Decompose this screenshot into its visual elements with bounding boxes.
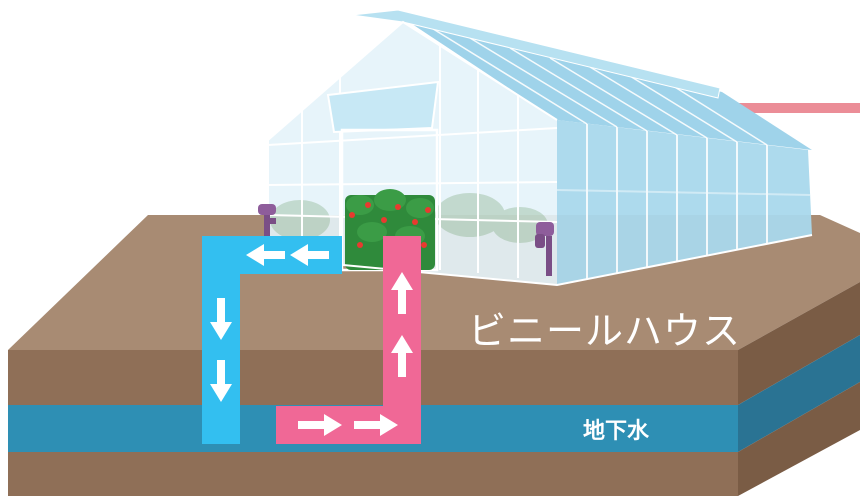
soil-layer-upper [8, 350, 738, 405]
greenhouse-roof [403, 18, 812, 150]
roof-vent [351, 9, 721, 99]
side-wall-ribs [556, 124, 811, 279]
greenhouse-base [267, 234, 813, 287]
groundwater-label: 地下水 [583, 419, 650, 444]
ground-side-upper [738, 282, 860, 405]
arrow-left-1 [246, 244, 285, 266]
front-frame [267, 20, 558, 278]
pump-right [535, 222, 554, 276]
roof-ribs [429, 26, 768, 146]
arrow-down-2 [210, 360, 232, 402]
arrow-left-2 [290, 244, 329, 266]
arrow-right-2 [354, 414, 398, 436]
arrow-up-2 [391, 272, 413, 314]
arrow-up-1 [391, 335, 413, 377]
tomato-plants [345, 189, 435, 270]
greenhouse-side-wall [557, 120, 812, 285]
groundwater-side [738, 335, 860, 452]
warm-water-pipe [276, 236, 421, 444]
greenhouse-label: ビニールハウス [468, 309, 742, 353]
soil-layer-lower [8, 452, 738, 496]
arrow-right-1 [298, 414, 342, 436]
arrow-down-1 [210, 298, 232, 340]
flow-arrows [210, 244, 413, 436]
ground-side-lower [738, 382, 860, 496]
heat-pipe-right [735, 103, 860, 113]
interior-plants [270, 193, 548, 243]
pump-left [258, 204, 276, 243]
greenhouse [267, 9, 813, 287]
front-window [326, 80, 440, 134]
